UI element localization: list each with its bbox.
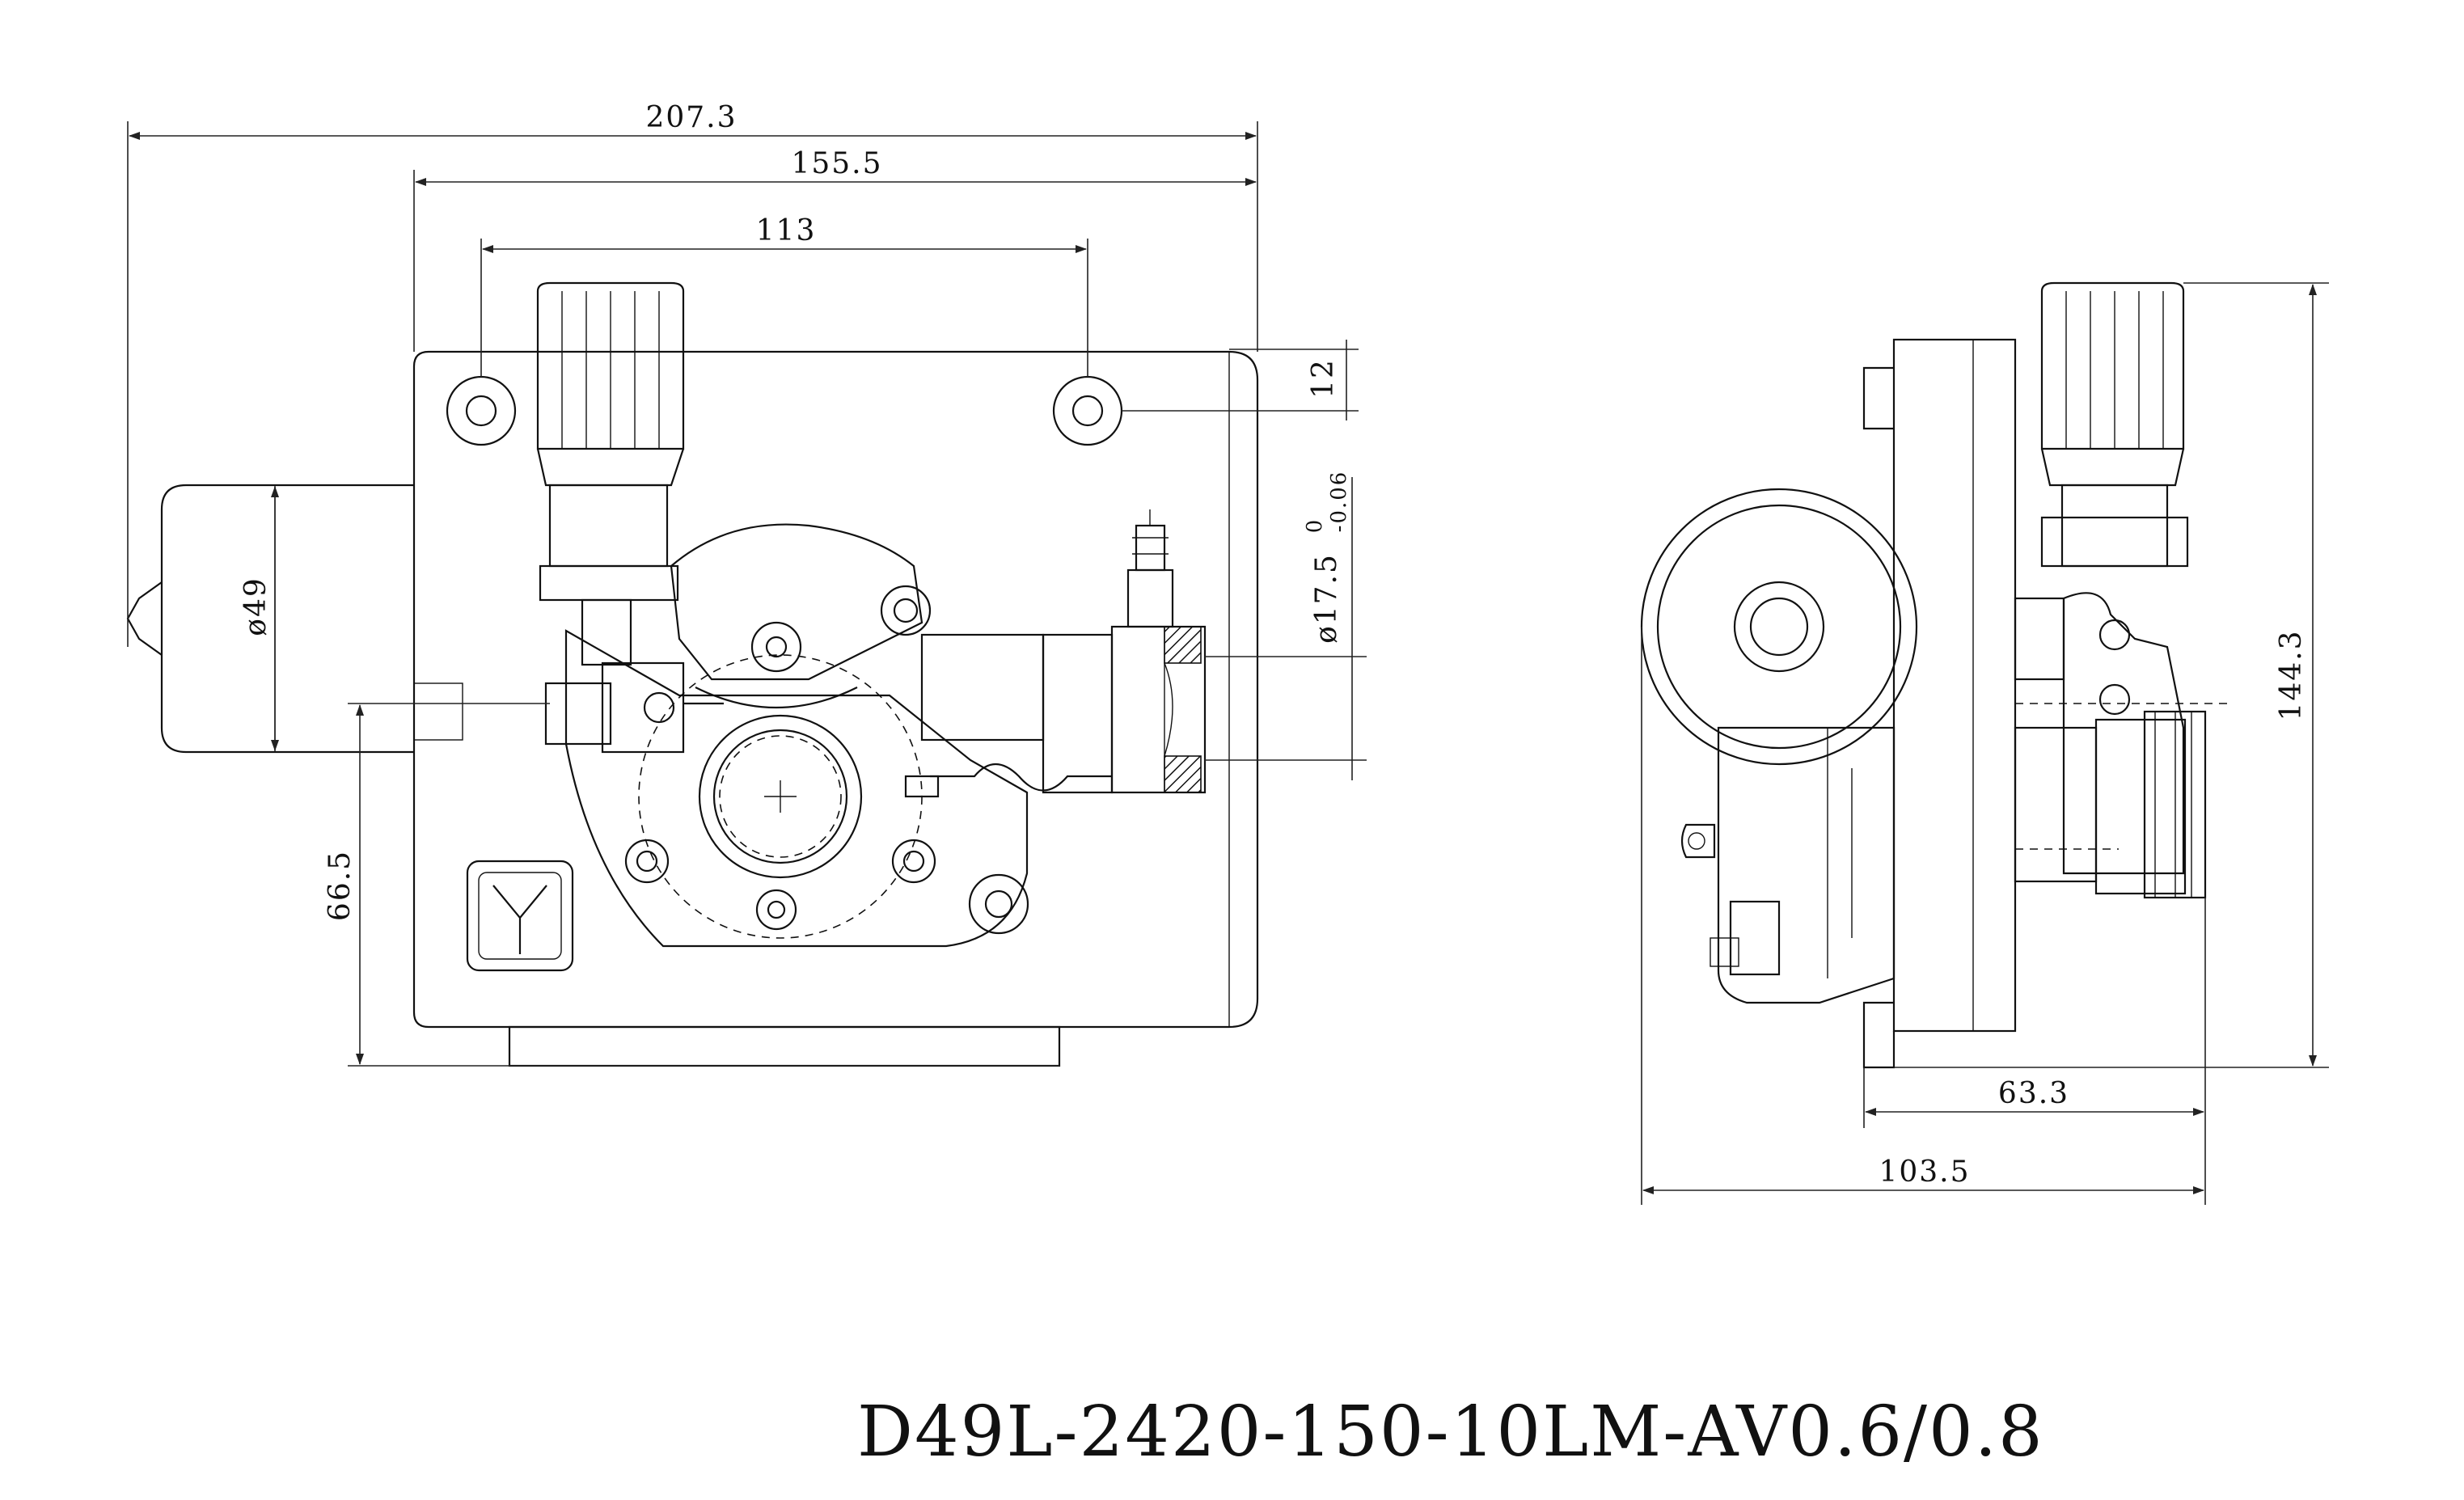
dim-plate-width: 155.5 xyxy=(791,147,882,180)
side-dimensions: 144.3 63.3 103.5 xyxy=(1641,282,2329,1205)
front-inlet-nipple xyxy=(1126,509,1174,628)
side-mounting-plate xyxy=(1892,338,2017,1033)
side-gearbox xyxy=(1680,726,1896,1004)
dim-inlet-tol-upper: 0 xyxy=(1303,518,1327,534)
front-dimensions: 207.3 155.5 113 12 ø17.5 0 -0.06 ø49 xyxy=(127,101,1367,1067)
dim-overall-width: 207.3 xyxy=(645,101,737,134)
dim-center-height: 66.5 xyxy=(323,850,357,921)
side-motor-disc xyxy=(1640,488,1918,766)
front-bottom-foot xyxy=(508,1025,1061,1067)
front-pressure-arm xyxy=(670,523,923,681)
dim-inlet-diameter-base: ø17.5 xyxy=(1310,553,1343,644)
dim-plate-depth: 63.3 xyxy=(1998,1077,2069,1110)
dim-inlet-tol-lower: -0.06 xyxy=(1327,471,1351,533)
front-carrier-bolts xyxy=(624,839,1029,935)
side-pressure-knob xyxy=(2040,281,2189,568)
model-code: D49L-2420-150-10LM-AV0.6/0.8 xyxy=(857,1392,2044,1473)
front-pressure-knob xyxy=(536,281,685,666)
front-inlet-guide xyxy=(544,661,724,754)
front-pressure-roller xyxy=(695,621,858,708)
front-mounting-hole-right xyxy=(1052,375,1123,446)
front-outlet-guide xyxy=(904,625,1207,798)
dim-overall-height: 144.3 xyxy=(2275,629,2308,720)
side-view xyxy=(1640,281,2232,1069)
front-mounting-hole-left xyxy=(446,375,517,446)
side-feed-assembly xyxy=(2014,592,2232,899)
dim-overall-depth: 103.5 xyxy=(1879,1156,1970,1189)
dim-hole-offset: 12 xyxy=(1307,358,1340,399)
front-arm-pivot xyxy=(880,585,932,636)
front-hatched-section xyxy=(1164,626,1202,793)
front-roller-carrier xyxy=(564,629,1029,948)
front-y-logo xyxy=(466,860,574,972)
dim-hole-spacing: 113 xyxy=(756,214,817,247)
front-drive-roller xyxy=(698,714,863,879)
front-view xyxy=(126,281,1259,1067)
dim-motor-diameter: ø49 xyxy=(239,577,273,636)
front-mounting-plate xyxy=(412,350,1259,1029)
